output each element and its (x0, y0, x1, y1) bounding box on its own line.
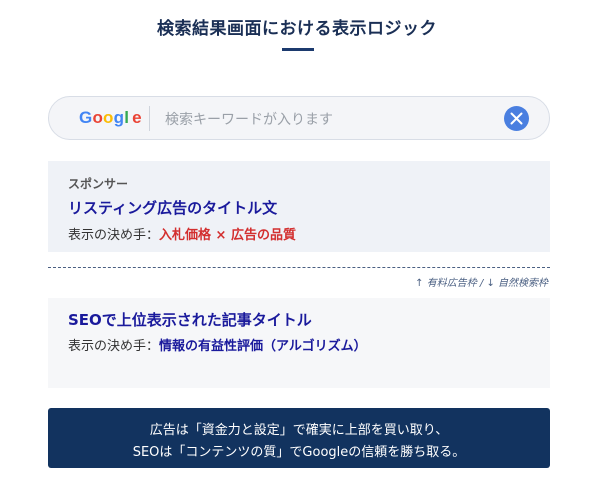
ad-ranking-factor: 表示の決め手：入札価格 × 広告の品質 (68, 224, 296, 243)
factor-prefix: 表示の決め手： (68, 339, 160, 354)
sponsored-label: スポンサー (68, 177, 129, 191)
clear-search-button[interactable] (504, 106, 529, 131)
page-title: 検索結果画面における表示ロジック (157, 19, 437, 39)
summary-line-1: 広告は「資金力と設定」で確実に上部を買い取り、 (149, 423, 449, 438)
factor-prefix: 表示の決め手： (68, 228, 160, 243)
logo-letter: o (92, 108, 104, 127)
search-input[interactable]: 検索キーワードが入ります (165, 112, 333, 128)
ad-title-link[interactable]: リスティング広告のタイトル文 (68, 199, 278, 217)
summary-box: 広告は「資金力と設定」で確実に上部を買い取り、 SEOは「コンテンツの質」でGo… (48, 408, 550, 468)
summary-line-2: SEOは「コンテンツの質」でGoogleの信頼を勝ち取る。 (132, 445, 466, 460)
logo-letter: l (124, 108, 130, 127)
logo-letter: G (79, 108, 93, 127)
sponsored-result-card: スポンサー リスティング広告のタイトル文 表示の決め手：入札価格 × 広告の品質 (48, 161, 550, 252)
factor-value: 入札価格 × 広告の品質 (159, 228, 296, 243)
paid-organic-divider (48, 267, 550, 268)
organic-title-link[interactable]: SEOで上位表示された記事タイトル (68, 311, 312, 329)
title-underline (282, 48, 314, 51)
logo-letter: g (113, 108, 125, 127)
close-icon (510, 112, 523, 125)
logo-letter: o (103, 108, 114, 127)
organic-ranking-factor: 表示の決め手：情報の有益性評価（アルゴリズム） (68, 335, 367, 354)
factor-value: 情報の有益性評価（アルゴリズム） (159, 339, 367, 354)
divider-note: ↑ 有料広告枠 / ↓ 自然検索枠 (415, 278, 548, 289)
organic-result-card: SEOで上位表示された記事タイトル 表示の決め手：情報の有益性評価（アルゴリズム… (48, 298, 550, 388)
search-divider (149, 106, 150, 131)
logo-letter: e (132, 108, 142, 127)
